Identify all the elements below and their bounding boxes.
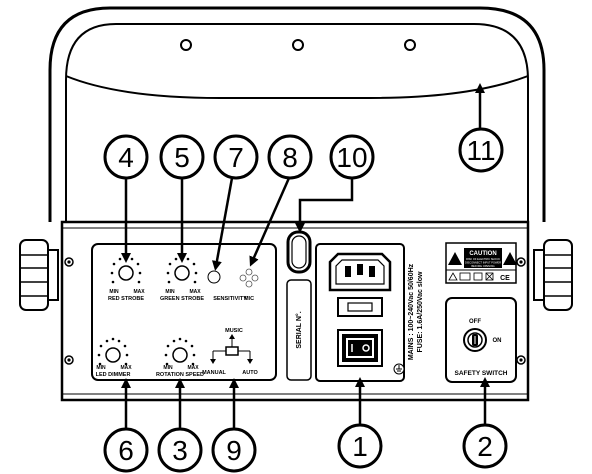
leader-7 [211, 177, 234, 271]
svg-text:6: 6 [118, 435, 134, 466]
svg-text:3: 3 [172, 435, 188, 466]
svg-text:10: 10 [336, 142, 367, 173]
green-strobe-label: GREEN STROBE [160, 296, 204, 302]
svg-text:1: 1 [352, 431, 368, 462]
rotation-speed-knob[interactable] [164, 337, 196, 366]
warning-triangle-icon [448, 252, 517, 265]
ground-symbol-icon [393, 363, 405, 375]
mode-auto-label: AUTO [242, 370, 258, 376]
svg-text:CE: CE [500, 275, 510, 282]
caution-label: CE [445, 242, 517, 284]
caution-title: CAUTION [469, 251, 496, 257]
callout-2: 2 [462, 423, 508, 469]
led-dimmer-label: LED DIMMER [96, 372, 131, 378]
rotation-speed-min: MIN [163, 365, 173, 371]
svg-text:8: 8 [282, 142, 298, 173]
svg-text:7: 7 [228, 142, 244, 173]
red-strobe-min: MIN [109, 289, 119, 295]
callout-1: 1 [337, 423, 383, 469]
safety-switch-off: OFF [469, 319, 481, 325]
svg-text:5: 5 [174, 142, 190, 173]
bracket-hole-left [180, 39, 192, 51]
red-strobe-knob[interactable] [110, 255, 142, 284]
mains-text-line2: FUSE: 1.6A/250Vac slow [417, 271, 424, 352]
rotation-speed-label: ROTATION SPEED [156, 372, 204, 378]
callout-4: 4 [103, 134, 149, 180]
svg-text:9: 9 [226, 435, 242, 466]
safety-switch-on: ON [493, 338, 502, 344]
sensitivity-label: SENSITIVITY [213, 296, 247, 302]
sensitivity-control[interactable] [207, 270, 221, 284]
iec-power-socket[interactable] [328, 252, 392, 292]
mains-text-line1: MAINS : 100~240Vac 50/60Hz [408, 263, 415, 360]
green-strobe-knob[interactable] [166, 255, 198, 284]
leader-8 [249, 177, 291, 267]
power-switch[interactable] [337, 329, 383, 367]
rotation-speed-max: MAX [187, 365, 199, 371]
led-dimmer-knob[interactable] [97, 337, 129, 366]
bracket-hole-right [404, 39, 416, 51]
serial-plate [286, 279, 312, 381]
svg-text:2: 2 [477, 431, 493, 462]
svg-text:11: 11 [466, 135, 495, 166]
cable-clamp [286, 230, 312, 274]
callout-11: 11 [458, 127, 504, 173]
led-dimmer-min: MIN [96, 365, 106, 371]
left-bracket-knob[interactable] [19, 239, 59, 311]
certification-marks-icon: CE [448, 272, 510, 282]
callout-6: 6 [103, 427, 149, 473]
mic-label: MIC [244, 296, 254, 302]
housing-screw-tl [64, 257, 74, 267]
leader-10 [295, 178, 354, 233]
green-strobe-min: MIN [165, 289, 175, 295]
caution-line1: RISK OF ELECTRIC SHOCK [466, 257, 500, 261]
fuse-holder[interactable] [337, 297, 383, 317]
caution-line3: BEFORE OPENING [471, 264, 494, 268]
svg-text:4: 4 [118, 142, 134, 173]
callout-9: 9 [211, 427, 257, 473]
caution-line2: DISCONNECT INPUT POWER [465, 261, 501, 265]
bracket-hole-center [292, 39, 304, 51]
right-bracket-knob[interactable] [533, 239, 573, 311]
callout-7: 7 [213, 134, 259, 180]
callout-8: 8 [267, 134, 313, 180]
serial-label: SERIAL N°. [295, 311, 303, 348]
callout-5: 5 [159, 134, 205, 180]
safety-switch-label: SAFETY SWITCH [455, 370, 508, 377]
leader-lines [121, 83, 490, 430]
mode-music-label: MUSIC [225, 328, 243, 334]
callout-3: 3 [157, 427, 203, 473]
red-strobe-max: MAX [133, 289, 145, 295]
mounting-bracket [48, 6, 546, 222]
mode-switch[interactable] [210, 334, 253, 364]
callout-10: 10 [329, 134, 375, 180]
housing-screw-bl [64, 355, 74, 365]
safety-key-switch[interactable] [463, 328, 487, 352]
mode-manual-label: MANUAL [202, 370, 226, 376]
green-strobe-max: MAX [189, 289, 201, 295]
housing-screw-tr [516, 257, 526, 267]
red-strobe-label: RED STROBE [108, 296, 144, 302]
led-dimmer-max: MAX [120, 365, 132, 371]
microphone [239, 268, 259, 288]
